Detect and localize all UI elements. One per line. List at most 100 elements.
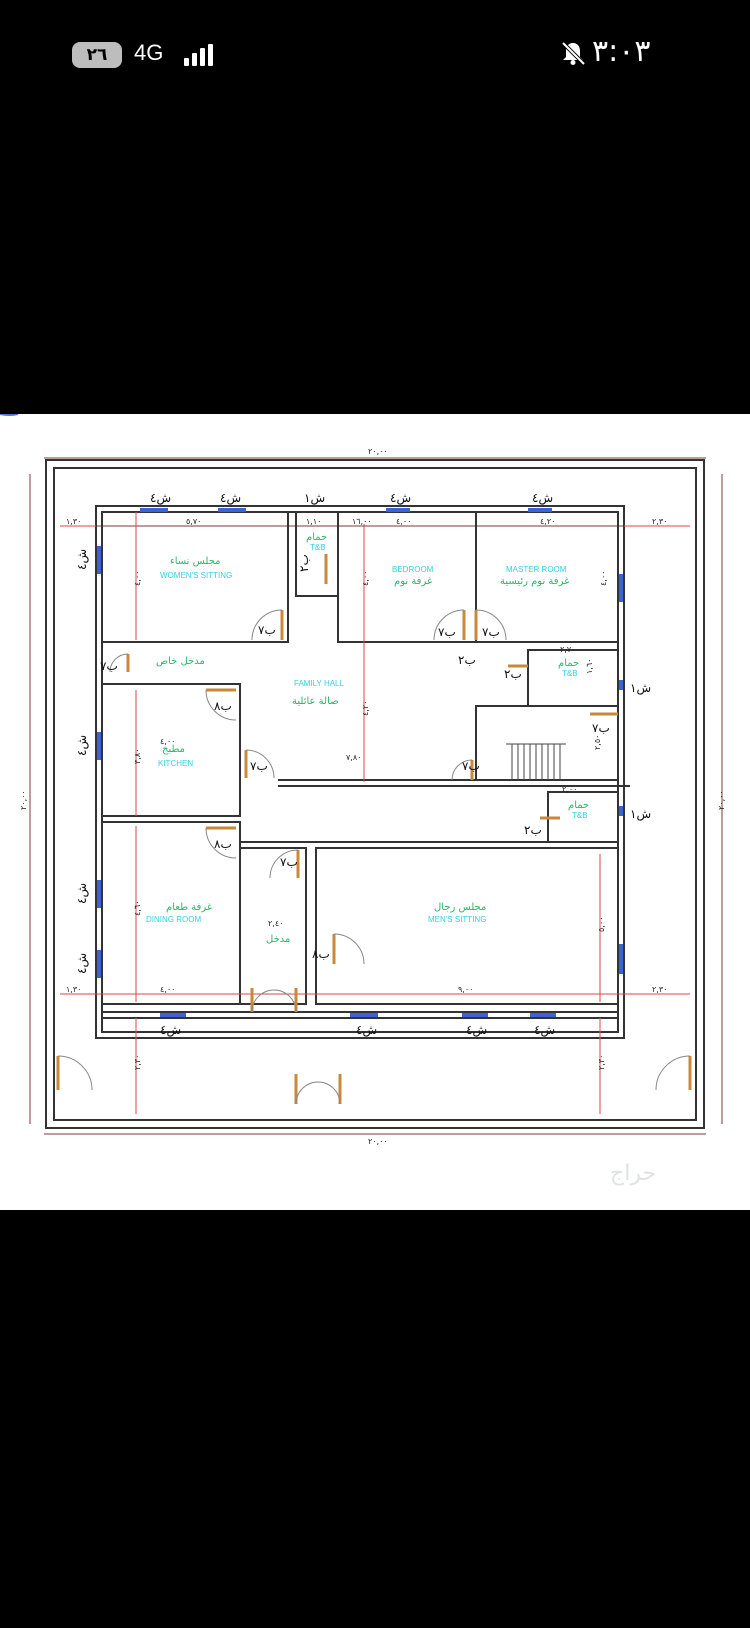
door-label: ب٢	[297, 554, 311, 572]
room-entry-ar: مدخل	[266, 934, 290, 945]
room-family-ar: صالة عائلية	[292, 696, 339, 707]
door-label: ب٨	[312, 947, 330, 961]
dim-master-w: ٤,٢٠	[540, 517, 555, 526]
room-men-ar: مجلس رجال	[434, 902, 486, 913]
dim-left-setback: ١,٣٠	[66, 517, 81, 526]
dim-men-h: ٥,٠٠	[597, 917, 606, 932]
dim-bath2-w: ٢,٧٠	[560, 645, 575, 654]
door-label: ب٧	[592, 721, 610, 735]
dim-bath2-h: ١,٦٠	[585, 659, 594, 674]
dim-kitchen-w: ٤,٠٠	[160, 737, 175, 746]
window-label: ش٤	[356, 1023, 377, 1038]
door-marks	[56, 554, 692, 1104]
dim-dining-h: ٤,٦٠	[133, 901, 142, 916]
dim-bottom-left: ٢,٣٠	[133, 1055, 142, 1070]
door-label: ب٢	[458, 653, 476, 667]
window-label: ش٤	[75, 735, 90, 756]
room-family-en: FAMILY HALL	[294, 679, 345, 688]
door-label: ب٧	[438, 625, 456, 639]
window-label: ش٤	[160, 1023, 181, 1038]
dim-family-w: ٧,٨٠	[346, 753, 361, 762]
room-bedroom-en: BEDROOM	[392, 565, 434, 574]
guide-lines	[60, 512, 690, 1114]
window-label: ش٤	[466, 1023, 487, 1038]
room-dining-en: DINING ROOM	[146, 915, 201, 924]
door-label: ب٢	[524, 823, 542, 837]
room-bath3-en: T&B	[572, 811, 588, 820]
floor-plan: ٢٠,٠٠ ٢٠,٠٠ ٢٠,٠٠ ٢٠,٠٠ ١٦,٠٠	[0, 414, 726, 1186]
door-label: ب٨	[214, 837, 232, 851]
dim-bath1-w: ١,١٠	[306, 517, 321, 526]
dim-right-setback: ٢,٣٠	[652, 517, 667, 526]
room-bedroom-ar: غرفة نوم	[394, 576, 432, 587]
door-label: ب٧	[462, 759, 480, 773]
window-marks	[97, 508, 623, 1017]
status-bar: ٢٦ 4G ٣:٠٣	[0, 0, 750, 110]
dim-bottom-right: ٢,٣٠	[597, 1055, 606, 1070]
room-women-ar: مجلس نساء	[170, 556, 221, 567]
room-bath2-ar: حمام	[558, 658, 579, 669]
dim-right: ٢٠,٠٠	[717, 790, 726, 810]
room-kitchen-ar: مطبخ	[162, 744, 185, 755]
room-dining-ar: غرفة طعام	[166, 902, 212, 913]
window-label: ش١	[630, 807, 651, 822]
window-label: ش٤	[532, 491, 553, 506]
dim-bed-w: ٤,٠٠	[396, 517, 411, 526]
room-bath1-ar: حمام	[306, 532, 327, 543]
door-label: ب٧	[258, 623, 276, 637]
watermark: حراج	[610, 1161, 656, 1186]
dim-inner-top: ١٦,٠٠	[352, 517, 372, 526]
bell-muted-icon	[561, 41, 586, 66]
network-type: 4G	[134, 40, 164, 65]
door-label: ب٨	[214, 699, 232, 713]
dim-bed-h: ٤,٠٠	[361, 571, 370, 586]
plot-boundary	[45, 459, 705, 1129]
dim-stair: ٢,٥٠	[593, 735, 602, 750]
dim-dining-w: ٤,٠٠	[160, 985, 175, 994]
signal-icon	[184, 44, 218, 66]
room-women-en: WOMEN'S SITTING	[160, 571, 232, 580]
floor-plan-image[interactable]: ٢٠,٠٠ ٢٠,٠٠ ٢٠,٠٠ ٢٠,٠٠ ١٦,٠٠	[0, 414, 750, 1210]
dimension-lines	[29, 457, 723, 1135]
window-label: ش٤	[390, 491, 411, 506]
battery-indicator: ٢٦	[72, 42, 122, 68]
door-label: ب٧	[100, 659, 118, 673]
door-label: ب٧	[280, 855, 298, 869]
room-bath1-en: T&B	[310, 543, 326, 552]
room-kitchen-en: KITCHEN	[158, 759, 193, 768]
window-label: ش١	[630, 681, 651, 696]
window-label: ش٤	[75, 883, 90, 904]
window-label: ش٤	[150, 491, 171, 506]
building-walls	[95, 505, 630, 1039]
dim-women-h: ٤,٠٠	[133, 571, 142, 586]
window-label: ش٤	[75, 953, 90, 974]
window-label: ش٤	[220, 491, 241, 506]
dim-men-w: ٩,٠٠	[458, 985, 473, 994]
window-label: ش٤	[534, 1023, 555, 1038]
room-master-en: MASTER ROOM	[506, 565, 567, 574]
staircase	[506, 743, 566, 780]
dim-family-h: ٤,٢٠	[361, 701, 370, 716]
dim-left-setback-bottom: ١,٣٠	[66, 985, 81, 994]
dim-top: ٢٠,٠٠	[368, 447, 388, 456]
room-men-en: MEN'S SITTING	[428, 915, 486, 924]
door-label: ب٧	[482, 625, 500, 639]
dim-bottom: ٢٠,٠٠	[368, 1137, 388, 1146]
dim-kitchen-h: ٣,٨٠	[133, 749, 142, 764]
door-label: ب٧	[250, 759, 268, 773]
dim-left: ٢٠,٠٠	[19, 790, 28, 810]
window-label: ش٤	[75, 549, 90, 570]
window-label: ش١	[304, 491, 325, 506]
dim-bath3-w: ٢,٠٠	[562, 785, 577, 794]
room-private-entry-ar: مدخل خاص	[156, 656, 205, 667]
room-bath3-ar: حمام	[568, 800, 589, 811]
door-swings	[57, 609, 691, 1105]
dim-entry-w: ٢,٤٠	[268, 919, 283, 928]
clock: ٣:٠٣	[592, 34, 651, 69]
room-bath2-en: T&B	[562, 669, 578, 678]
dim-women-w: ٥,٧٠	[186, 517, 201, 526]
room-master-ar: غرفة نوم رئيسية	[500, 576, 569, 587]
door-label: ب٢	[504, 667, 522, 681]
dim-right-setback-bottom: ٢,٣٠	[652, 985, 667, 994]
dim-master-h: ٤,٠٠	[599, 571, 608, 586]
